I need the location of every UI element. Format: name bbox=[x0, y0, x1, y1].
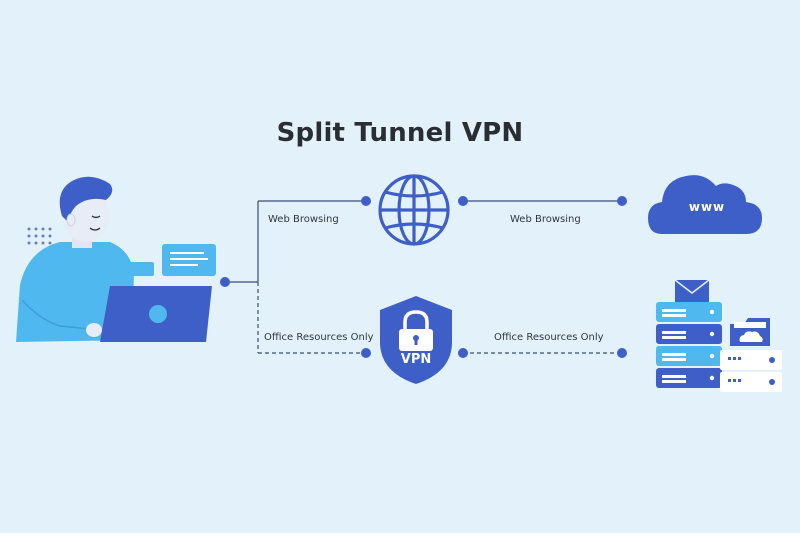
dot-servers bbox=[617, 348, 627, 358]
person-hair bbox=[59, 176, 113, 222]
connector-lines bbox=[225, 200, 622, 354]
dot-cloud bbox=[617, 196, 627, 206]
cloud-icon bbox=[648, 175, 762, 234]
dot-vpn-left bbox=[361, 348, 371, 358]
server-stack-icon bbox=[656, 302, 782, 392]
dot-laptop bbox=[220, 277, 230, 287]
dot-globe-right bbox=[458, 196, 468, 206]
vpn-shield-icon bbox=[380, 296, 452, 384]
folder-icon bbox=[730, 318, 770, 346]
lock-icon bbox=[403, 310, 429, 330]
laptop-logo bbox=[149, 305, 167, 323]
floating-card-small bbox=[128, 262, 154, 276]
shield-vpn-text: VPN bbox=[400, 352, 432, 367]
diagram-title: Split Tunnel VPN bbox=[276, 118, 524, 148]
person-laptop-illustration bbox=[16, 176, 216, 342]
label-web-browsing-right: Web Browsing bbox=[510, 214, 581, 225]
label-office-resources-right: Office Resources Only bbox=[494, 332, 604, 343]
label-web-browsing-left: Web Browsing bbox=[268, 214, 339, 225]
dot-vpn-right bbox=[458, 348, 468, 358]
decorative-dot-grid bbox=[27, 227, 52, 245]
globe-icon bbox=[378, 174, 450, 246]
dot-globe-left bbox=[361, 196, 371, 206]
envelope-icon bbox=[674, 279, 710, 302]
cloud-www-text: www bbox=[688, 200, 726, 214]
label-office-resources-left: Office Resources Only bbox=[264, 332, 374, 343]
connector-dots bbox=[220, 196, 627, 358]
